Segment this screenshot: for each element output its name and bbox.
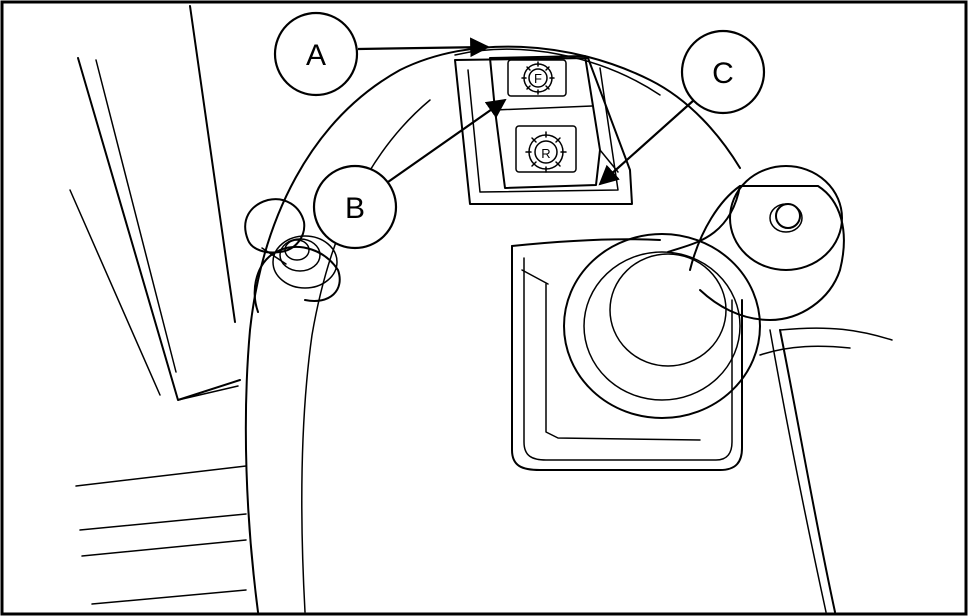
callout-c-label: C bbox=[712, 57, 734, 90]
joystick bbox=[563, 165, 845, 419]
switch-panel bbox=[454, 55, 633, 205]
console-body bbox=[244, 45, 893, 613]
arrow-c bbox=[598, 99, 695, 186]
reverse-gear-icon: R bbox=[525, 131, 567, 173]
reverse-switch: R bbox=[515, 125, 577, 173]
arrow-a bbox=[357, 37, 490, 58]
callout-a-label: A bbox=[306, 39, 326, 72]
cab-side-panel bbox=[69, 5, 241, 401]
joystick-recess bbox=[511, 238, 743, 471]
callout-b: B bbox=[312, 164, 398, 250]
callout-arrows bbox=[357, 37, 695, 186]
forward-symbol-label: F bbox=[534, 71, 542, 86]
callout-a: A bbox=[273, 11, 359, 97]
forward-switch: F bbox=[507, 59, 567, 97]
callout-b-label: B bbox=[345, 192, 365, 225]
floor-lines bbox=[75, 465, 247, 605]
forward-gear-icon: F bbox=[521, 61, 555, 95]
arrow-b bbox=[387, 98, 507, 183]
push-button-knob bbox=[244, 198, 341, 313]
reverse-symbol-label: R bbox=[541, 146, 550, 161]
callout-c: C bbox=[680, 29, 766, 115]
